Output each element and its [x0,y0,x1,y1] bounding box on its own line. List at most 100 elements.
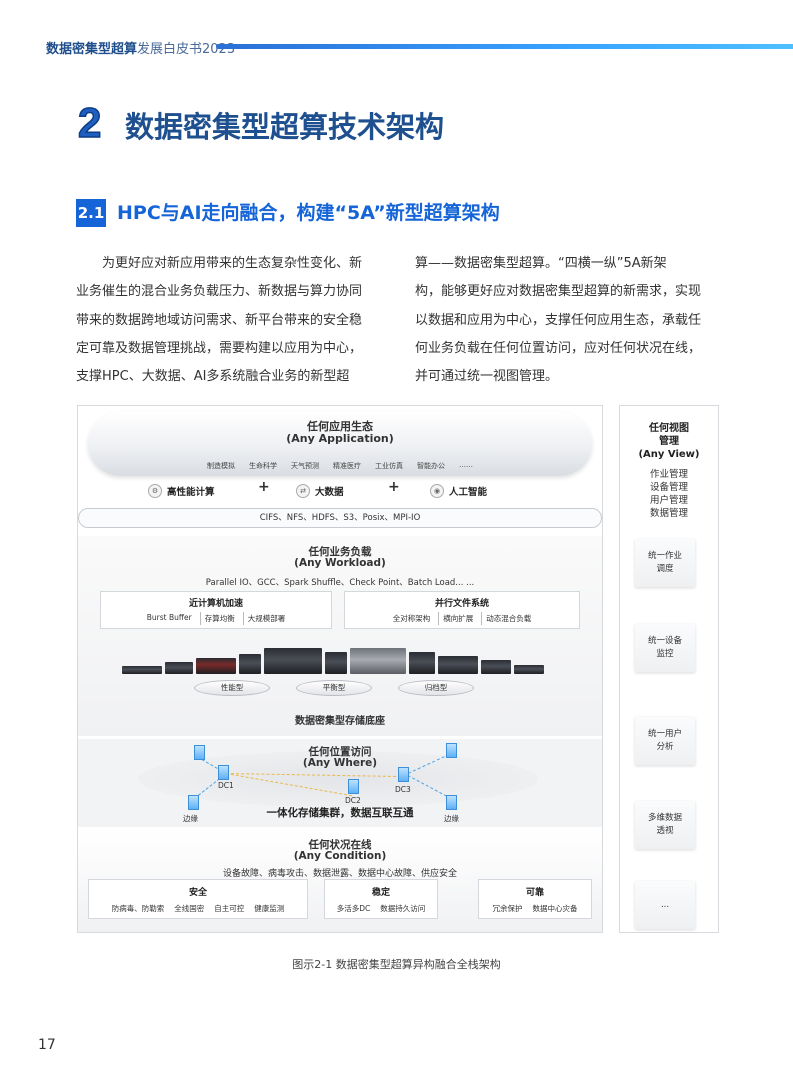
workload-title-en: (Any Workload) [294,557,386,569]
component-label: 大数据 [315,487,344,498]
body-line: 以数据和应用为中心，支撑任何应用生态，承载任 [415,312,702,328]
edge-label: 边缘 [183,814,198,823]
group-item: 存算均衡 [199,612,239,625]
group-title: 稳定 [371,888,390,898]
view-box: 统一作业调度 [635,539,695,587]
component-label: 人工智能 [449,487,488,498]
group-items: 冗余保护 数据中心灾备 [479,903,591,914]
building-icon [348,779,359,794]
server-unit [481,660,511,674]
body-line: 构，能够更好应对数据密集型超算的新需求，实现 [415,284,702,300]
reliability-group: 可靠 冗余保护 数据中心灾备 [478,879,592,919]
body-line: 业务催生的混合业务负载压力、新数据与算力协同 [76,284,363,300]
group-item: 横向扩展 [438,612,477,625]
group-item: 防病毒、防勒索 [111,904,165,913]
group-item: 多活多DC [336,904,371,913]
view-box-label: ... [660,899,670,910]
app-item: 制造模拟 [207,462,235,470]
storage-hardware-image [122,648,562,674]
building-icon [194,745,205,760]
body-column-left: 为更好应对新应用带来的生态复杂性变化、新 业务催生的混合业务负载压力、新数据与算… [76,250,386,391]
pfs-group: 并行文件系统 全对称架构 横向扩展 动态混合负载 [344,591,580,629]
tier-archive: 归档型 [398,680,474,696]
plus-sign: + [388,479,400,495]
group-item: 全对称架构 [392,614,431,623]
body-column-right: 算——数据密集型超算。“四横一纵”5A新架 构，能够更好应对数据密集型超算的新需… [415,250,737,391]
group-items: 多活多DC 数据持久访问 [325,903,437,914]
world-map [138,751,538,807]
group-items: Burst Buffer 存算均衡 大规模部署 [101,612,331,625]
server-unit [325,652,347,674]
body-line: 定可靠及数据管理挑战，需要构建以应用为中心， [76,340,363,356]
view-title: 任何视图管理 (Any View) [620,422,718,461]
server-unit [514,665,544,674]
server-unit [196,658,236,674]
view-title-line: 任何视图管理 [649,423,689,447]
section-title: HPC与AI走向融合，构建“5A”新型超算架构 [117,202,500,224]
plus-sign: + [258,479,270,495]
workload-apps: Parallel IO、GCC、Spark Shuffle、Check Poin… [205,578,475,588]
group-item: 冗余保护 [492,904,523,913]
chapter-title: 数据密集型超算技术架构 [125,110,445,144]
group-title: 可靠 [525,888,544,898]
tier-balanced: 平衡型 [296,680,372,696]
app-item: 天气预测 [291,462,319,470]
view-box: 统一设备监控 [635,624,695,672]
view-box-label: 多维数据透视 [647,813,682,836]
group-title: 近计算机加速 [188,599,243,609]
body-line: 算——数据密集型超算。“四横一纵”5A新架 [415,256,667,271]
app-item: …… [459,461,473,469]
chapter-number-mark: 2 [77,102,102,142]
where-title: 任何位置访问 [308,746,372,758]
view-column: 任何视图管理 (Any View) 作业管理 设备管理 用户管理 数据管理 统一… [619,405,719,933]
chapter-number: 2 [78,102,101,142]
group-item: 自主可控 [214,904,245,913]
hpc-icon: ⚙ [148,484,162,498]
security-group: 安全 防病毒、防勒索 全线国密 自主可控 健康监测 [88,879,308,919]
page-number: 17 [38,1037,56,1053]
group-item: Burst Buffer [146,613,192,622]
running-header-rest: 发展白皮书2023 [137,42,236,57]
ai-icon: ◉ [430,484,444,498]
where-band: 任何位置访问 (Any Where) DC1 DC2 DC3 边缘 边缘 一体化… [78,739,602,827]
group-item: 大规模部署 [242,612,290,625]
component-label: 高性能计算 [167,487,215,498]
near-compute-group: 近计算机加速 Burst Buffer 存算均衡 大规模部署 [100,591,332,629]
condition-title-en: (Any Condition) [293,850,387,862]
group-item: 全线国密 [174,904,205,913]
workload-title: 任何业务负载 [308,546,372,558]
header-rule [216,44,793,49]
view-box-label: 统一作业调度 [647,551,682,574]
app-item: 智能办公 [417,462,445,470]
server-unit [438,656,478,674]
view-box: ... [635,881,695,929]
app-item: 精准医疗 [333,462,361,470]
body-line: 支撑HPC、大数据、AI多系统融合业务的新型超 [76,369,350,385]
view-title-en: (Any View) [638,449,700,460]
server-unit [409,652,435,674]
view-box: 统一用户分析 [635,717,695,765]
component-bigdata: ⇄ 大数据 [296,481,344,501]
running-header: 数据密集型超算发展白皮书2023 [46,38,235,57]
condition-band: 任何状况在线 (Any Condition) 设备故障、病毒攻击、数据泄露、数据… [78,831,602,932]
view-list-item: 数据管理 [649,508,688,519]
dc-label: DC2 [345,796,361,805]
group-item: 数据中心灾备 [532,904,578,913]
body-line: 何业务负载在任何位置访问，应对任何状况在线， [415,340,702,356]
view-list-item: 用户管理 [649,495,688,506]
condition-title: 任何状况在线 [308,839,372,851]
group-title: 并行文件系统 [434,599,489,609]
application-title-en: (Any Application) [286,432,394,445]
building-icon [446,795,457,810]
view-list-item: 设备管理 [649,482,688,493]
building-icon [398,767,409,782]
application-cloud: 任何应用生态 (Any Application) 制造模拟 生命科学 天气预测 … [88,412,592,476]
view-box: 多维数据透视 [635,801,695,849]
dc-label: DC1 [218,781,234,790]
server-unit [350,648,406,674]
building-icon [446,743,457,758]
app-item: 生命科学 [249,462,277,470]
group-title: 安全 [188,888,207,898]
view-list-item: 作业管理 [649,469,688,480]
building-icon [218,765,229,780]
